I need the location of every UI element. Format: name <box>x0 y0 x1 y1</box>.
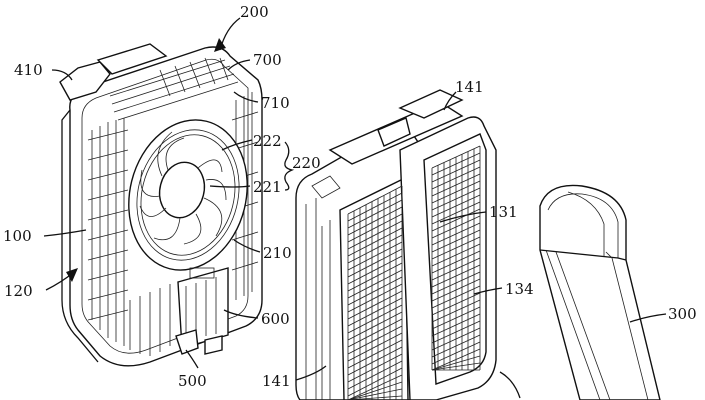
label-141-bottom: 141 <box>262 372 291 390</box>
leader-710 <box>233 91 259 103</box>
label-100: 100 <box>3 227 32 245</box>
leader-600 <box>223 309 259 319</box>
leader-210 <box>233 239 261 253</box>
label-710: 710 <box>261 94 290 112</box>
label-141-top: 141 <box>455 78 484 96</box>
leader-141-bottom <box>295 365 327 381</box>
label-221: 221 <box>253 178 282 196</box>
leader-410 <box>51 69 73 81</box>
leader-222 <box>221 139 253 151</box>
leader-221 <box>209 185 251 188</box>
leader-134 <box>473 287 503 295</box>
leader-700 <box>227 59 251 71</box>
leader-500 <box>185 349 199 369</box>
leader-141-top <box>443 91 457 111</box>
cover-300 <box>539 184 661 400</box>
leader-lines <box>43 17 667 399</box>
fan-220 <box>128 119 248 271</box>
label-200: 200 <box>240 3 269 21</box>
label-410: 410 <box>14 61 43 79</box>
label-220: 220 <box>292 154 321 172</box>
leader-100 <box>43 229 87 237</box>
reference-labels: 200 410 700 710 222 220 221 210 100 120 … <box>3 3 697 390</box>
label-500: 500 <box>178 372 207 390</box>
bracket-220 <box>284 141 295 191</box>
arrow-120 <box>66 268 78 282</box>
heatsink-fins <box>87 57 259 356</box>
board-500-600 <box>175 267 229 355</box>
label-600: 600 <box>261 310 290 328</box>
arrow-200 <box>214 38 226 52</box>
leader-131 <box>439 211 487 223</box>
leader-bottom-right <box>499 371 521 399</box>
label-120: 120 <box>4 282 33 300</box>
label-222: 222 <box>253 132 282 150</box>
label-700: 700 <box>253 51 282 69</box>
filter-mesh <box>347 145 481 400</box>
arrowheads <box>66 38 226 282</box>
label-300: 300 <box>668 305 697 323</box>
label-210: 210 <box>263 244 292 262</box>
label-131: 131 <box>489 203 518 221</box>
label-134: 134 <box>505 280 534 298</box>
leader-300 <box>629 313 667 323</box>
